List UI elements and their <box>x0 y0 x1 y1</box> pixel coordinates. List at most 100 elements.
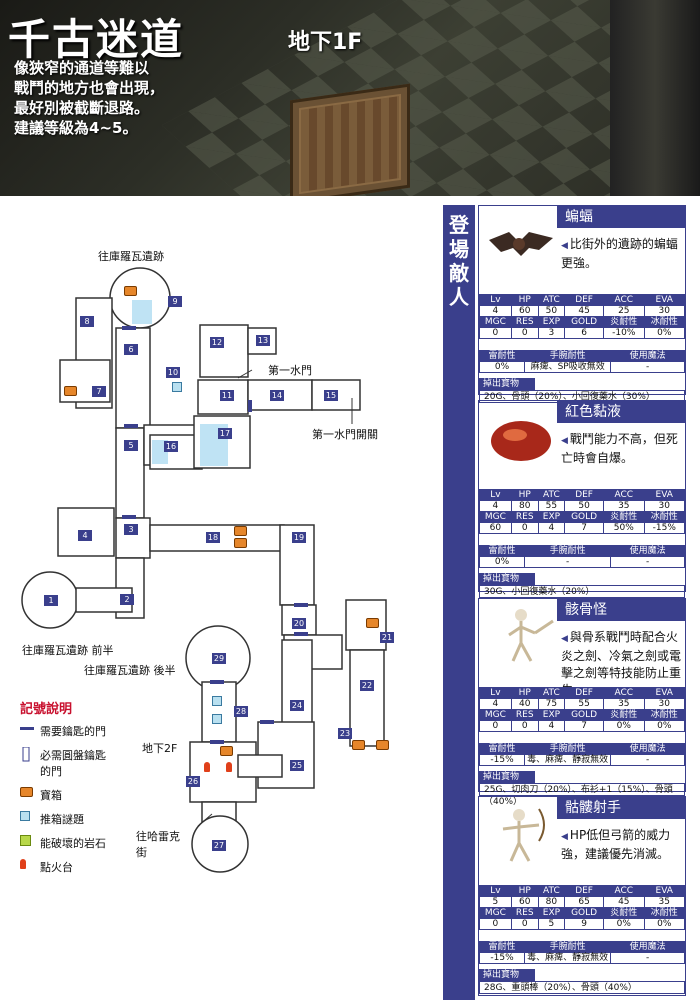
stat-header: ACC <box>603 489 645 501</box>
stat-header: 炎耐性 <box>603 907 645 919</box>
drop-header: 掉出寶物 <box>479 378 535 390</box>
stat-header: 使用魔法 <box>610 350 685 362</box>
stat-value: 0 <box>479 720 512 732</box>
room-number: 16 <box>164 441 178 452</box>
stat-header: EXP <box>537 907 566 919</box>
room-number: 15 <box>324 390 338 401</box>
treasure-chest-icon <box>234 526 247 536</box>
enemy-description: 比街外的遺跡的蝙蝠更強。 <box>561 236 685 272</box>
stat-header: Lv <box>479 294 512 306</box>
stat-value: - <box>524 556 612 568</box>
stat-header: MGC <box>479 316 512 328</box>
stat-value: 0% <box>643 918 686 930</box>
breakable-rock-icon <box>20 835 40 849</box>
stat-value: 4 <box>479 305 512 317</box>
enemy-name: 蝙蝠 <box>557 206 685 228</box>
stat-value: 45 <box>603 896 645 908</box>
stat-value: 55 <box>537 500 566 512</box>
torch-icon <box>226 762 232 772</box>
enemy-card: 骸骨怪 與骨系戰鬥時配合火炎之劍、冷氣之劍或電擊之劍等特技能防止重生。 LvHP… <box>478 598 686 807</box>
enemy-section-tab: 登場敵人 <box>443 205 475 1000</box>
push-box-icon <box>212 696 222 706</box>
map-label-b2f: 地下2F <box>142 742 178 755</box>
enemy-portrait <box>508 609 554 662</box>
stat-value: 35 <box>603 698 645 710</box>
stat-value: 0% <box>603 720 645 732</box>
stat-value: 7 <box>564 522 605 534</box>
stat-value: - <box>610 952 685 964</box>
page-title: 千古迷道 <box>8 15 185 64</box>
treasure-chest-icon <box>124 286 137 296</box>
stat-header: 使用魔法 <box>610 743 685 755</box>
enemy-name: 骷髏射手 <box>557 797 685 819</box>
stat-header: GOLD <box>564 511 605 523</box>
stat-header: 手腕耐性 <box>524 743 612 755</box>
enemy-portrait <box>489 232 553 256</box>
map-corridors <box>21 267 387 873</box>
room-number: 26 <box>186 776 200 787</box>
intro-line: 像狹窄的通道等難以 <box>14 59 150 77</box>
stat-value: -15% <box>478 754 526 766</box>
stat-header: 冰耐性 <box>643 907 686 919</box>
legend-title: 記號說明 <box>20 702 73 717</box>
stat-header: ATC <box>537 687 566 699</box>
crate-artwork <box>290 83 410 196</box>
intro-line: 最好別被截斷退路。 <box>14 99 150 117</box>
enemy-resist-table: 雷耐性 手腕耐性 使用魔法 -15% 毒、麻痺、靜寂無效 - <box>478 743 685 766</box>
stat-header: MGC <box>479 511 512 523</box>
stat-header: EVA <box>643 885 686 897</box>
treasure-chest-icon <box>20 787 40 800</box>
stat-value: 0 <box>510 327 539 339</box>
floor-label: 地下1F <box>288 30 363 55</box>
stat-header: 炎耐性 <box>603 511 645 523</box>
stat-header: HP <box>510 489 539 501</box>
stat-value: 55 <box>564 698 605 710</box>
stat-header: DEF <box>564 687 605 699</box>
room-number: 27 <box>212 840 226 851</box>
drop-header: 掉出寶物 <box>479 771 535 783</box>
enemy-name: 骸骨怪 <box>557 599 685 621</box>
stat-header: EVA <box>643 489 686 501</box>
stat-header: HP <box>510 885 539 897</box>
stat-header: GOLD <box>564 316 605 328</box>
stat-header: HP <box>510 687 539 699</box>
room-number: 7 <box>92 386 106 397</box>
legend-item: 必需圓盤鑰匙的門 <box>20 746 180 779</box>
room-number: 10 <box>166 367 180 378</box>
legend-item: 能破壞的岩石 <box>20 835 180 851</box>
stat-value: 0 <box>479 327 512 339</box>
stat-value: 80 <box>510 500 539 512</box>
room-number: 14 <box>270 390 284 401</box>
map-label-ruins-front: 往庫羅瓦遺跡 前半 <box>22 644 114 657</box>
room-number: 4 <box>78 530 92 541</box>
intro-text: 像狹窄的通道等難以 戰鬥的地方也會出現， 最好別被截斷退路。 建議等級為4~5。 <box>14 58 264 138</box>
stat-value: 6 <box>564 327 605 339</box>
treasure-chest-icon <box>234 538 247 548</box>
enemy-card: 骷髏射手 HP低但弓箭的威力強，建議優先消滅。 LvHPATCDEFACCEVA… <box>478 796 686 996</box>
legend-item: 寶箱 <box>20 787 180 803</box>
map-label-gate1-switch: 第一水門開關 <box>312 428 378 441</box>
stat-value: 5 <box>479 896 512 908</box>
room-number: 23 <box>338 728 352 739</box>
enemy-resist-table: 雷耐性 手腕耐性 使用魔法 -15% 毒、麻痺、靜寂無效 - <box>478 941 685 964</box>
room-number: 1 <box>44 595 58 606</box>
room-number: 6 <box>124 344 138 355</box>
stat-value: 50 <box>537 305 566 317</box>
torch-icon <box>204 762 210 772</box>
room-number: 25 <box>290 760 304 771</box>
map-label-ruins-back: 往庫羅瓦遺跡 後半 <box>84 664 176 677</box>
legend-item: 點火台 <box>20 859 180 875</box>
stat-value: 45 <box>564 305 605 317</box>
dungeon-map: 9 8 6 7 10 12 13 11 14 15 5 16 17 4 3 18… <box>12 210 437 930</box>
stat-value: 80 <box>537 896 566 908</box>
enemy-resist-table: 雷耐性 手腕耐性 使用魔法 0% 麻痺、SP吸收無效 - <box>478 350 685 373</box>
room-number: 5 <box>124 440 138 451</box>
map-label-gate1: 第一水門 <box>268 364 312 377</box>
push-box-icon <box>212 714 222 724</box>
room-number: 2 <box>120 594 134 605</box>
stat-header: Lv <box>479 687 512 699</box>
stat-value: -15% <box>643 522 686 534</box>
intro-line: 戰鬥的地方也會出現， <box>14 79 165 97</box>
